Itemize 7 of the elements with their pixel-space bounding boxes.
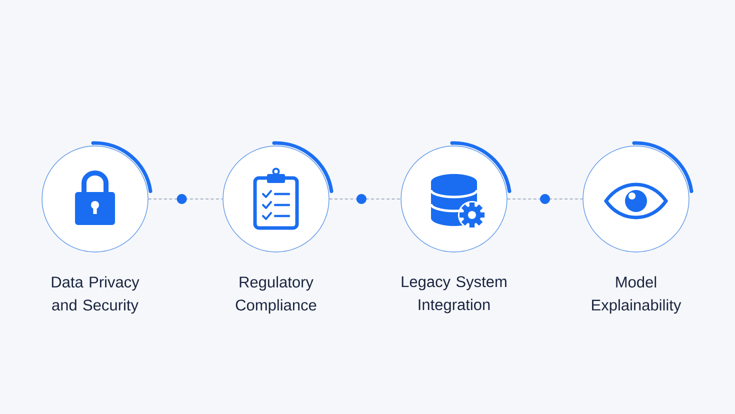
dashed-connector [148, 198, 224, 200]
dashed-connector [328, 198, 402, 200]
node-label: Legacy System Integration [402, 276, 506, 314]
node-label: Regulatory Compliance [236, 276, 316, 314]
node-label: Data Privacy and Security [52, 276, 140, 314]
node-label: Model Explainability [592, 276, 682, 314]
dashed-connector [506, 198, 584, 200]
